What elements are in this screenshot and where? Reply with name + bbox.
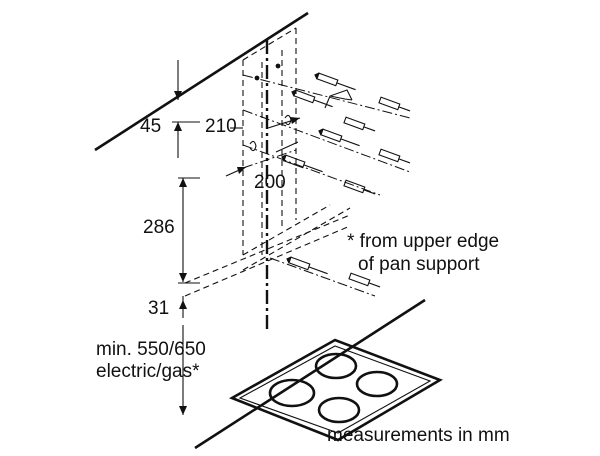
burner-back-right xyxy=(355,370,399,398)
clip-upper xyxy=(284,114,292,126)
units-note: measurements in mm xyxy=(327,425,510,446)
label-31: 31 xyxy=(148,298,169,319)
dim-31-lines xyxy=(179,296,187,318)
burner-back-left xyxy=(314,352,358,380)
reference-lines xyxy=(242,74,411,297)
dim-200-lines xyxy=(225,141,299,177)
dim-210-lines xyxy=(230,117,301,129)
label-286: 286 xyxy=(143,217,175,238)
cooktop xyxy=(228,338,443,442)
dim-286-lines xyxy=(178,177,200,284)
dim-45-lines xyxy=(172,60,200,158)
burner-front-right xyxy=(317,396,361,424)
marker-2 xyxy=(275,63,281,69)
clip-lower xyxy=(249,140,257,152)
label-210: 210 xyxy=(205,116,237,137)
footnote-line2: of pan support xyxy=(358,254,480,275)
footnote-line1: * from upper edge xyxy=(347,231,499,252)
worktop-line xyxy=(194,298,426,450)
label-min-height-line2: electric/gas* xyxy=(96,361,200,382)
burner-front-left xyxy=(268,378,316,408)
label-min-height-line1: min. 550/650 xyxy=(96,339,206,360)
dim-min-height-lines xyxy=(179,325,187,415)
wall-bracket xyxy=(324,89,353,109)
wall-plug-screws xyxy=(281,72,411,288)
marker-1 xyxy=(254,75,260,81)
chimney-outline xyxy=(184,27,351,297)
ceiling-line xyxy=(94,11,309,152)
label-200: 200 xyxy=(254,172,286,193)
label-45: 45 xyxy=(140,116,161,137)
